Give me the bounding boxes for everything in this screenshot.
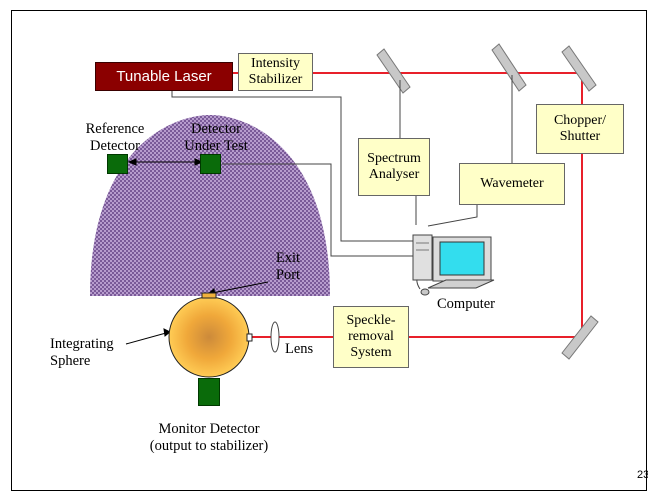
illumination-dome xyxy=(90,115,330,296)
spectrum-analyser: Spectrum Analyser xyxy=(358,138,430,196)
computer-icon xyxy=(412,234,495,296)
chopper-line1: Chopper/ xyxy=(553,113,607,128)
reference-arrow xyxy=(127,158,204,166)
intensity-stabilizer-line2: Stabilizer xyxy=(248,72,303,87)
detector-under-test-label: Detector Under Test xyxy=(184,121,248,154)
intensity-stabilizer-line1: Intensity xyxy=(251,56,300,71)
speckle-line1: Speckle- xyxy=(346,313,396,328)
signal-wires xyxy=(171,75,513,257)
sphere-arrow xyxy=(125,328,171,345)
exit-port xyxy=(201,292,217,299)
sphere-output-port xyxy=(246,333,253,342)
monitor-detector xyxy=(198,378,220,406)
chopper-shutter: Chopper/ Shutter xyxy=(536,104,624,154)
lens-label: Lens xyxy=(285,341,314,357)
slide-number: 23 xyxy=(637,469,648,481)
integrating-sphere xyxy=(168,296,250,378)
mirrors xyxy=(376,43,599,360)
detector-under-test xyxy=(200,154,221,174)
speckle-line3: System xyxy=(350,345,392,360)
integrating-sphere-label: Integrating Sphere xyxy=(50,336,114,369)
intensity-stabilizer: Intensity Stabilizer xyxy=(238,53,313,91)
wavemeter: Wavemeter xyxy=(459,163,565,205)
chopper-line2: Shutter xyxy=(559,129,601,144)
tunable-laser-label: Tunable Laser xyxy=(116,68,212,85)
slide-frame xyxy=(11,10,647,491)
speckle-line2: removal xyxy=(348,329,394,344)
reference-detector xyxy=(107,154,128,174)
speckle-removal-system: Speckle- removal System xyxy=(333,306,409,368)
monitor-detector-label: Monitor Detector (output to stabilizer) xyxy=(149,421,269,454)
wavemeter-label: Wavemeter xyxy=(480,176,544,191)
lens xyxy=(270,321,280,353)
computer-label: Computer xyxy=(437,296,495,312)
reference-detector-label: Reference Detector xyxy=(85,121,145,154)
tunable-laser: Tunable Laser xyxy=(95,62,233,91)
spectrum-analyser-line2: Analyser xyxy=(368,167,420,182)
spectrum-analyser-line1: Spectrum xyxy=(367,151,421,166)
exit-port-label: Exit Port xyxy=(275,250,301,283)
